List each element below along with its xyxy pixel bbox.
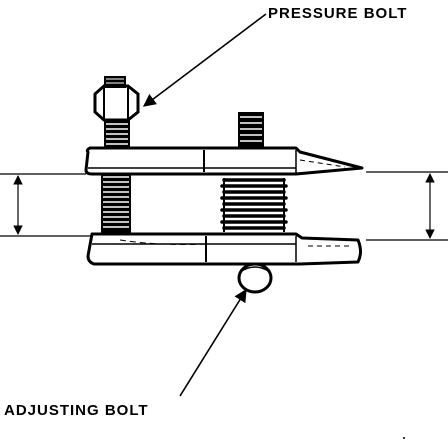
bottom-clamp-bar: [86, 232, 362, 266]
speck-mark: [403, 437, 405, 439]
spring: [220, 176, 288, 236]
right-dimension-marker: [366, 171, 448, 241]
top-clamp-bar: [84, 146, 364, 176]
adjusting-bolt-leader-arrow: [179, 288, 247, 397]
left-dimension-marker: [0, 173, 92, 237]
adjusting-bolt-label: ADJUSTING BOLT: [4, 402, 149, 419]
pressure-bolt-label: PRESSURE BOLT: [268, 5, 408, 22]
upper-stud: [238, 112, 264, 150]
pressure-bolt-leader-arrow: [142, 13, 267, 107]
adjusting-bolt: [237, 262, 273, 294]
pressure-bolt: [93, 76, 140, 234]
